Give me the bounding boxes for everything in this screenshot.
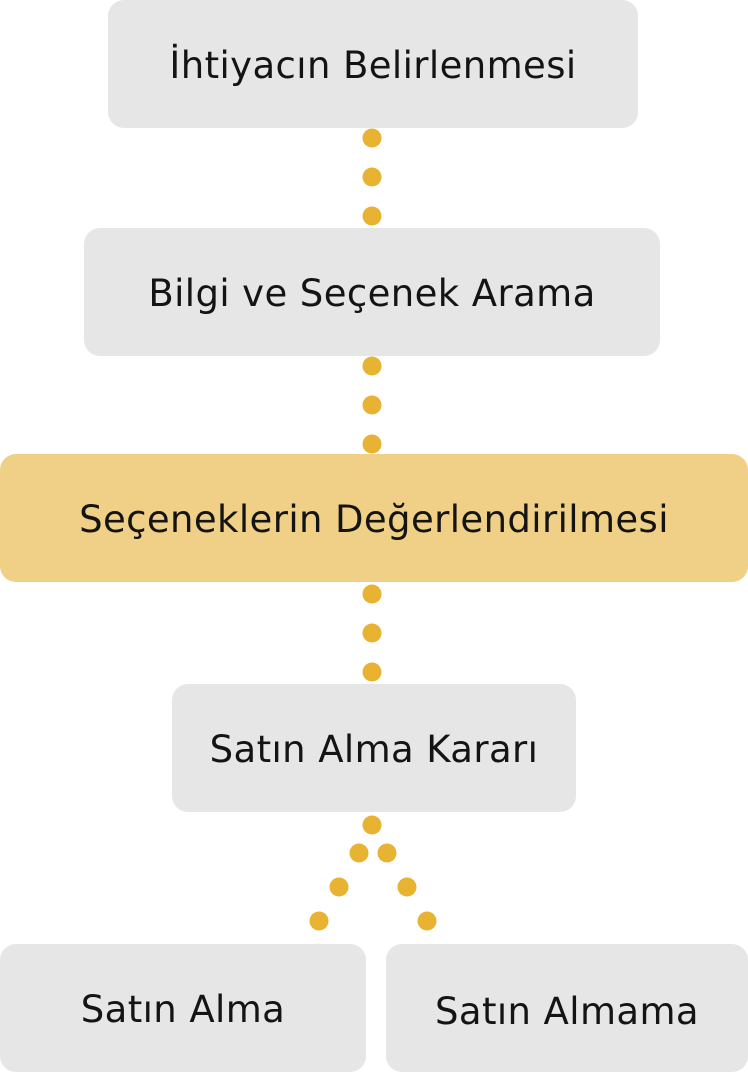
- connector-step3-step4: [362, 584, 382, 682]
- connector-dot: [377, 843, 397, 863]
- connector-dot: [362, 167, 382, 187]
- outcome-label: Satın Almama: [435, 989, 699, 1033]
- outcome-purchase-box: Satın Alma: [0, 944, 366, 1072]
- connector-dot: [362, 206, 382, 226]
- step-label: Bilgi ve Seçenek Arama: [148, 271, 596, 315]
- connector-branch-split: [349, 815, 397, 863]
- step-information-search-box: Bilgi ve Seçenek Arama: [84, 228, 660, 356]
- connector-step1-step2: [362, 128, 382, 226]
- connector-dot: [417, 911, 437, 931]
- connector-dot: [329, 877, 349, 897]
- connector-dot: [309, 911, 329, 931]
- step-need-recognition-box: İhtiyacın Belirlenmesi: [108, 0, 638, 128]
- connector-dot: [362, 584, 382, 604]
- connector-step2-step3: [362, 356, 382, 454]
- outcome-no-purchase-box: Satın Almama: [386, 944, 748, 1072]
- step-label: İhtiyacın Belirlenmesi: [169, 43, 577, 87]
- connector-dot: [349, 843, 369, 863]
- connector-dot: [362, 623, 382, 643]
- connector-dot: [362, 128, 382, 148]
- connector-branch-left: [309, 877, 349, 931]
- connector-dot: [362, 434, 382, 454]
- step-label: Satın Alma Kararı: [209, 727, 539, 771]
- step-label: Seçeneklerin Değerlendirilmesi: [79, 497, 669, 541]
- connector-branch-right: [397, 877, 437, 931]
- connector-dot: [397, 877, 417, 897]
- step-purchase-decision-box: Satın Alma Kararı: [172, 684, 576, 812]
- connector-dot: [362, 815, 382, 835]
- step-evaluation-box: Seçeneklerin Değerlendirilmesi: [0, 454, 748, 582]
- outcome-label: Satın Alma: [80, 987, 286, 1031]
- connector-dot: [362, 662, 382, 682]
- connector-dot: [362, 395, 382, 415]
- connector-dot: [362, 356, 382, 376]
